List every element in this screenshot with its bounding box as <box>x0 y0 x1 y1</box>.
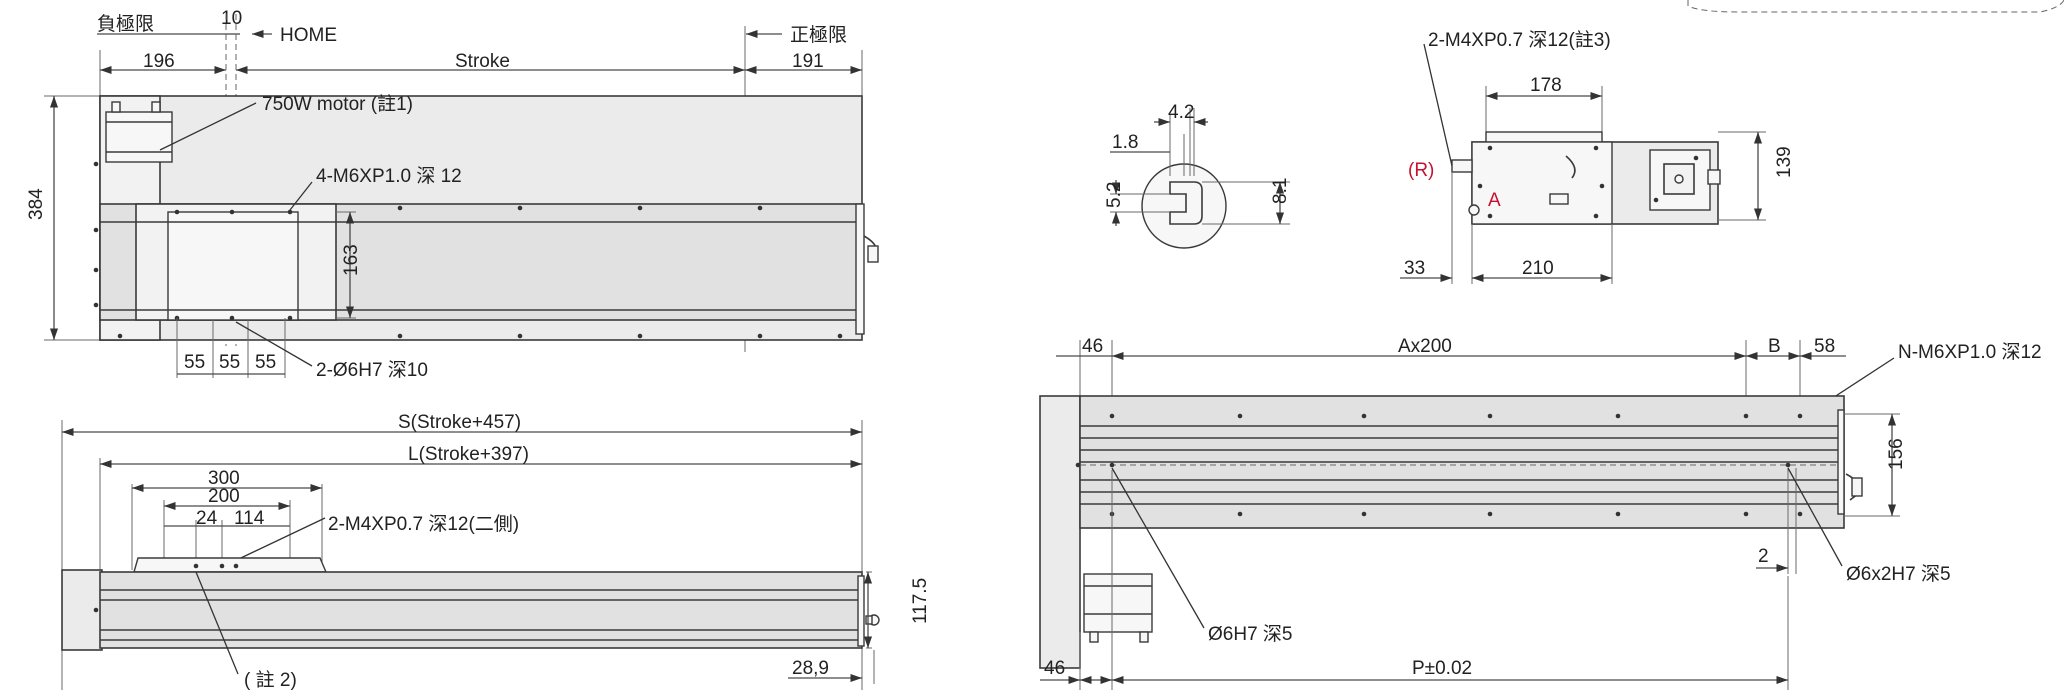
top-view: 負極限 10 HOME 正極限 196 Stroke 191 384 <box>26 8 879 381</box>
dim-163: 163 <box>341 244 362 276</box>
dim-300: 300 <box>208 468 240 489</box>
note-2: ( 註 2) <box>244 669 297 691</box>
dim-1-8: 1.8 <box>1112 132 1138 153</box>
dim-46-bottom: 46 <box>1044 658 1065 679</box>
side-rail <box>99 571 863 649</box>
pitch-55-b: 55 <box>219 352 240 373</box>
page-corner-artifact <box>1687 0 2064 13</box>
dim-24: 24 <box>196 508 218 529</box>
pitch-55-a: 55 <box>184 352 205 373</box>
dim-length: L(Stroke+397) <box>408 444 529 465</box>
dim-58: 58 <box>1814 336 1835 357</box>
home-label: HOME <box>280 25 337 46</box>
dim-384: 384 <box>26 188 47 220</box>
tap-note-top: 4-M6XP1.0 深 12 <box>316 165 462 187</box>
dim-overall: S(Stroke+457) <box>398 412 521 433</box>
bottom-motor-block <box>1083 573 1153 633</box>
dim-191: 191 <box>792 51 824 72</box>
pitch-55-c: 55 <box>255 352 276 373</box>
dim-28-9: 28,9 <box>792 658 829 679</box>
side-tap-note: 2-M4XP0.7 深12(二側) <box>328 513 519 535</box>
dim-200: 200 <box>208 486 240 507</box>
slot-profile <box>1141 163 1227 249</box>
motor-block <box>105 111 173 163</box>
home-offset-label: 10 <box>221 8 242 29</box>
dim-139: 139 <box>1774 146 1795 178</box>
hole-note: Ø6x2H7 深5 <box>1846 563 1951 585</box>
bottom-dowel-note: Ø6H7 深5 <box>1208 623 1292 645</box>
dim-46-top: 46 <box>1082 336 1103 357</box>
bottom-tap-note: N-M6XP1.0 深12 <box>1898 341 2042 363</box>
a-label: A <box>1488 190 1501 211</box>
dim-4-2: 4.2 <box>1168 102 1194 123</box>
dim-33: 33 <box>1404 258 1425 279</box>
end-tap-note: 2-M4XP0.7 深12(註3) <box>1428 29 1611 51</box>
neg-limit-label: 負極限 <box>97 13 154 35</box>
bottom-view: 46 Ax200 B 58 N-M6XP1.0 深12 <box>1039 336 2042 690</box>
dim-5-2: 5.2 <box>1104 182 1125 208</box>
dim-stroke: Stroke <box>455 51 510 72</box>
dim-196: 196 <box>143 51 175 72</box>
dim-b: B <box>1768 336 1781 357</box>
dim-114: 114 <box>234 508 265 529</box>
side-view: S(Stroke+457) L(Stroke+397) 300 200 24 1… <box>61 412 931 691</box>
dim-ax200: Ax200 <box>1398 336 1452 357</box>
pos-limit-label: 正極限 <box>790 24 847 46</box>
dim-8-1: 8.1 <box>1270 178 1291 204</box>
dim-pitch: P±0.02 <box>1412 658 1472 679</box>
dim-156: 156 <box>1886 438 1907 470</box>
dim-117-5: 117.5 <box>910 578 931 624</box>
motor-note: 750W motor (註1) <box>262 93 413 115</box>
r-label: (R) <box>1408 160 1434 181</box>
bottom-motor-end <box>1039 395 1081 669</box>
end-view: 2-M4XP0.7 深12(註3) 178 (R) A <box>1400 29 1795 284</box>
dim-210: 210 <box>1522 258 1554 279</box>
slot-detail: 4.2 1.8 5.2 8.1 <box>1104 102 1291 249</box>
side-carriage <box>133 557 328 573</box>
dim-178: 178 <box>1530 75 1562 96</box>
dim-2: 2 <box>1758 546 1769 567</box>
dowel-note-top: 2-Ø6H7 深10 <box>316 359 428 381</box>
